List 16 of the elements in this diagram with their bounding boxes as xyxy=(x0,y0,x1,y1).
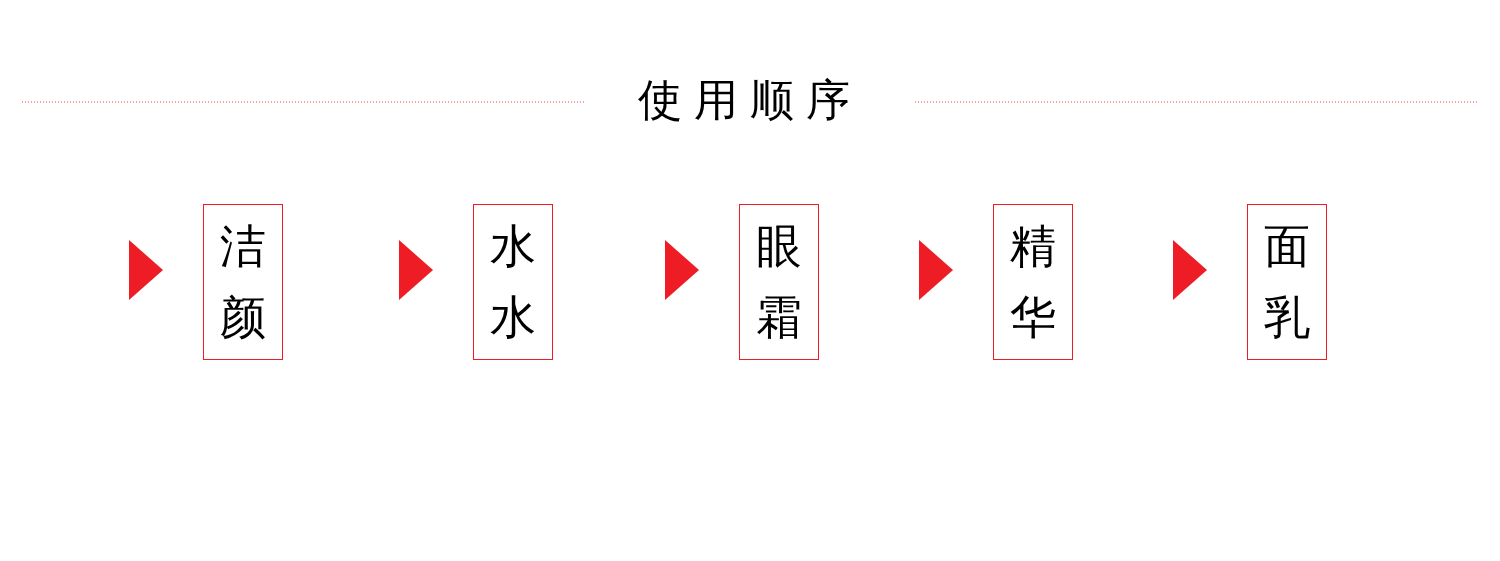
step-box xyxy=(739,204,819,360)
arrow xyxy=(919,240,953,300)
step-label: 精华 xyxy=(1010,217,1056,346)
step-label: 水水 xyxy=(490,217,536,346)
arrow xyxy=(129,240,163,300)
step-box xyxy=(473,204,553,360)
step-label: 洁颜 xyxy=(220,217,266,346)
arrow xyxy=(665,240,699,300)
step-box xyxy=(1247,204,1327,360)
step-box xyxy=(203,204,283,360)
step-label: 面乳 xyxy=(1264,217,1310,346)
step-label: 眼霜 xyxy=(756,217,802,346)
step-box xyxy=(993,204,1073,360)
arrow xyxy=(1173,240,1207,300)
title: 使用顺序 xyxy=(637,73,863,127)
arrow xyxy=(399,240,433,300)
